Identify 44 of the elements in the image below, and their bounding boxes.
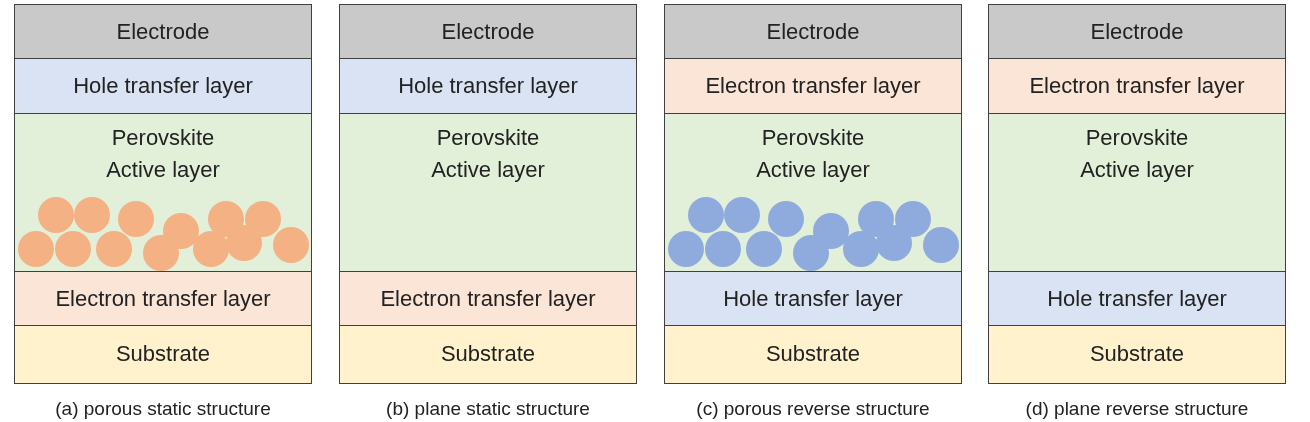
- layer-label: Electrode: [766, 17, 860, 46]
- layer-label: Electron transfer layer: [705, 72, 921, 101]
- layer-label: Perovskite Active layer: [1079, 124, 1195, 184]
- transport-layer: [664, 271, 962, 327]
- transport-layer: [14, 58, 312, 115]
- layer-label: Electron transfer layer: [1029, 72, 1245, 101]
- active-layer: [14, 113, 312, 273]
- transport-layer: [339, 271, 637, 327]
- panel-caption: (a) porous static structure: [54, 398, 272, 420]
- layer-label: Substrate: [440, 340, 536, 369]
- layer-label: Hole transfer layer: [723, 284, 903, 313]
- layer-label: Substrate: [765, 340, 861, 369]
- electrode-layer: [339, 4, 637, 60]
- panel-caption: (b) plane static structure: [385, 398, 591, 420]
- layer-label: Hole transfer layer: [73, 72, 253, 101]
- layer-label: Electron transfer layer: [380, 284, 596, 313]
- transport-layer: [14, 271, 312, 327]
- layer-label: Perovskite Active layer: [430, 124, 546, 184]
- panel-caption: (c) porous reverse structure: [695, 398, 931, 420]
- electrode-layer: [664, 4, 962, 60]
- layer-label: Hole transfer layer: [398, 72, 578, 101]
- transport-layer: [988, 58, 1286, 115]
- layer-label: Electrode: [116, 17, 210, 46]
- layer-label: Substrate: [115, 340, 211, 369]
- transport-layer: [664, 58, 962, 115]
- electrode-layer: [14, 4, 312, 60]
- substrate-layer: [664, 325, 962, 384]
- active-layer: [339, 113, 637, 273]
- layer-label: Electrode: [441, 17, 535, 46]
- layer-label: Hole transfer layer: [1047, 284, 1227, 313]
- substrate-layer: [14, 325, 312, 384]
- transport-layer: [988, 271, 1286, 327]
- layer-label: Substrate: [1089, 340, 1185, 369]
- panel-caption: (d) plane reverse structure: [1024, 398, 1250, 420]
- layer-label: Perovskite Active layer: [755, 124, 871, 184]
- electrode-layer: [988, 4, 1286, 60]
- layer-label: Electron transfer layer: [55, 284, 271, 313]
- transport-layer: [339, 58, 637, 115]
- active-layer: [988, 113, 1286, 273]
- substrate-layer: [339, 325, 637, 384]
- layer-label: Perovskite Active layer: [105, 124, 221, 184]
- active-layer: [664, 113, 962, 273]
- substrate-layer: [988, 325, 1286, 384]
- layer-label: Electrode: [1090, 17, 1184, 46]
